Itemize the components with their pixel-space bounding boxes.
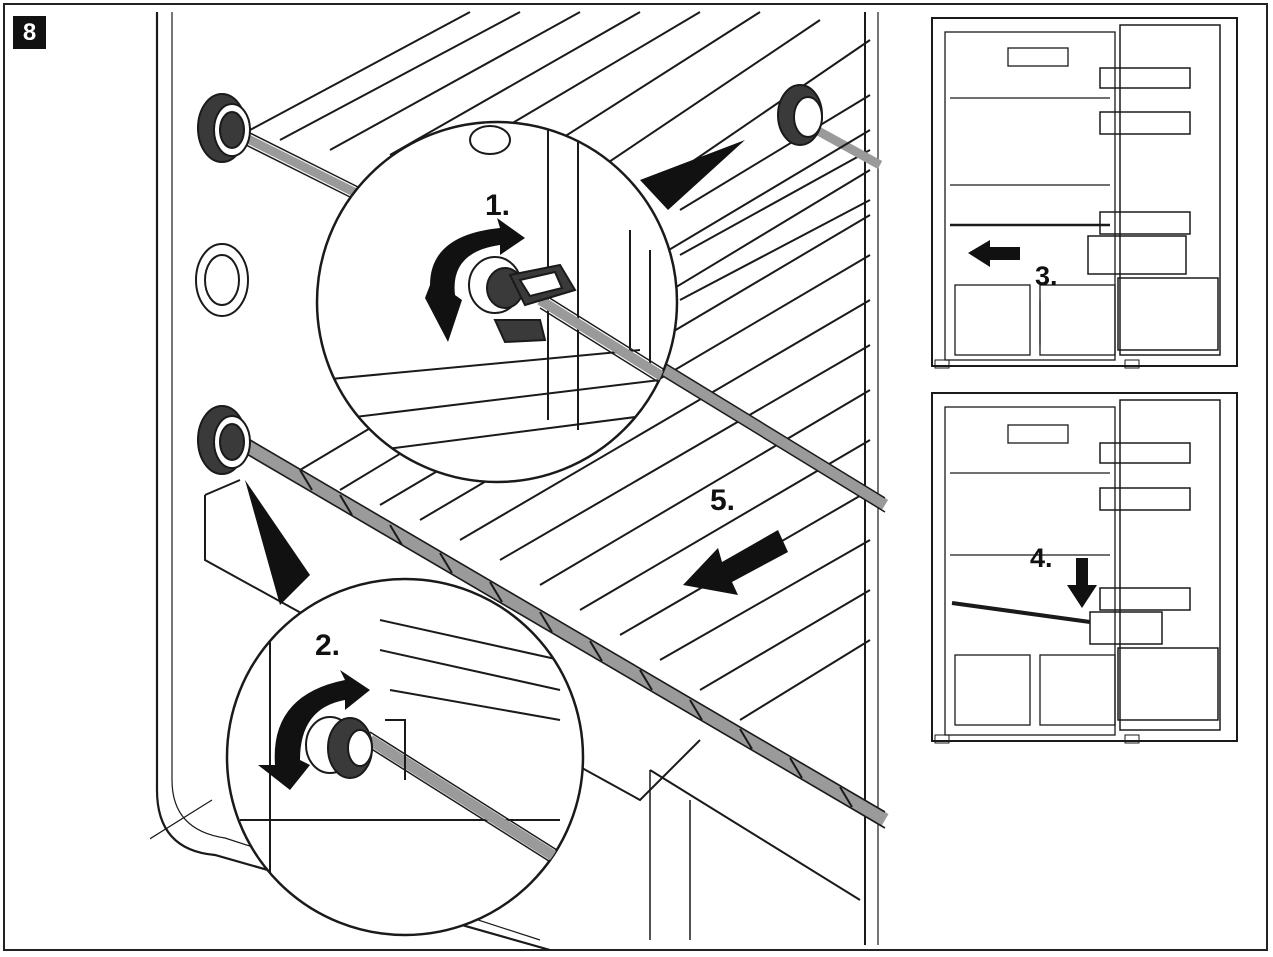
step-2-label: 2. [315, 629, 340, 662]
slide-left-arrow-icon [968, 240, 1020, 267]
step-4-label: 4. [1030, 543, 1053, 573]
pull-out-arrow-icon [683, 530, 788, 595]
detail-circle-2: 2. [225, 577, 585, 937]
shelf-support-lower [197, 405, 251, 475]
figure-number-badge: 8 [13, 16, 46, 49]
callout-pointer-1 [640, 140, 745, 210]
wall-bushing [195, 243, 249, 317]
lower-down-arrow-icon [1067, 558, 1097, 608]
rotate-arrow-2-icon [258, 670, 370, 790]
shelf-support-right [777, 84, 823, 146]
step-5-label: 5. [710, 484, 735, 517]
rotate-arrow-1-icon [425, 218, 525, 342]
fridge-thumbnail-step-3 [931, 17, 1238, 369]
fridge-thumbnail-step-4 [931, 392, 1238, 744]
callout-pointer-2 [245, 480, 310, 605]
step-3-label: 3. [1035, 261, 1058, 291]
step-1-label: 1. [485, 189, 510, 222]
detail-circle-1: 1. [315, 120, 679, 484]
shelf-support-upper [197, 93, 251, 163]
